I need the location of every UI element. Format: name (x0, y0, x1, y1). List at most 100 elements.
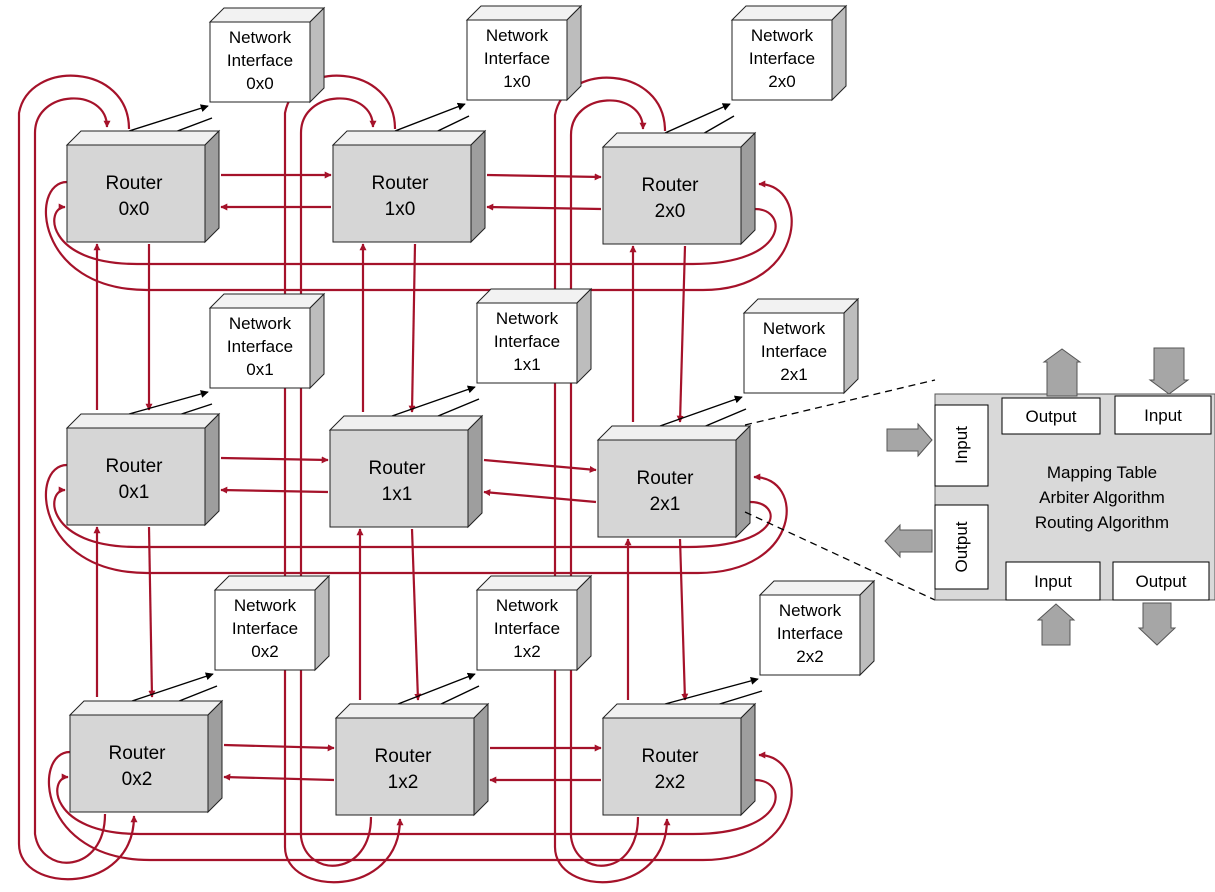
router-label: Router (641, 175, 699, 196)
network-interfaces: NetworkInterface0x0NetworkInterface1x0Ne… (208, 4, 876, 677)
network-interface-label: Network (486, 26, 549, 45)
router-0x0: Router 0x0 (65, 129, 221, 244)
router-label: Router (105, 456, 163, 477)
router-1x1-side-face (467, 414, 483, 529)
router-label: 0x0 (119, 199, 150, 220)
network-interface-0x2-top-face (213, 575, 331, 591)
router-0x0-side-face (204, 129, 220, 244)
network-interface-1x2-front-face (476, 589, 578, 671)
network-interface-label: Interface (777, 624, 843, 643)
left-arrow-icon (884, 523, 933, 559)
network-interface-2x0-top-face (730, 5, 848, 21)
router-0x1: Router 0x1 (65, 412, 221, 527)
network-interface-1x0-front-face (466, 19, 568, 101)
interface-link-out (131, 672, 214, 702)
router-1x0-side-face (470, 129, 486, 244)
network-interface-label: 0x1 (246, 360, 273, 379)
wraparound-link-horizontal (47, 750, 793, 862)
routers: Router0x0Router1x0Router2x0Router0x1Rout… (65, 129, 757, 817)
network-interface-2x1-side-face (843, 297, 859, 395)
network-interface-2x1-front-face (743, 312, 845, 394)
left-input-label: Input (952, 426, 971, 464)
router-label: 1x2 (388, 772, 419, 793)
network-interface-0x1-front-face (209, 307, 311, 389)
top-output-label: Output (1025, 407, 1076, 426)
network-interface-label: Network (229, 314, 292, 333)
network-interface-0x0-front-face (209, 21, 311, 103)
bottom-output-label: Output (1135, 572, 1186, 591)
network-interface-0x0-top-face (208, 7, 326, 23)
router-label: 2x2 (655, 772, 686, 793)
router-label: Router (105, 173, 163, 194)
router-label: 0x1 (119, 482, 150, 503)
router-2x1-front-face (597, 439, 737, 538)
router-label: Router (374, 746, 432, 767)
router-1x2-side-face (473, 702, 489, 817)
bottom-input-label: Input (1034, 572, 1072, 591)
interface-link-out (128, 104, 209, 132)
network-interface-label: Interface (494, 332, 560, 351)
interface-link-out (128, 390, 209, 415)
bottom-output-port (1112, 561, 1210, 601)
network-interface-0x1-top-face (208, 293, 326, 309)
network-interface-1x2-side-face (576, 574, 592, 672)
wraparound-link-horizontal (53, 486, 772, 549)
network-interface-1x1-top-face (475, 288, 593, 304)
interface-link-out (659, 395, 743, 427)
network-interface-label: 2x2 (796, 647, 823, 666)
router-0x0-top-face (65, 130, 221, 146)
router-label: Router (636, 468, 694, 489)
up-arrow-icon (1036, 603, 1076, 646)
up-arrow-icon (1042, 348, 1082, 397)
mesh-link-west (223, 773, 335, 782)
left-input-port (934, 404, 989, 487)
router-0x2-front-face (69, 714, 209, 813)
router-2x2-front-face (602, 717, 742, 816)
router-label: Router (371, 173, 429, 194)
router-0x0-front-face (66, 144, 206, 243)
left-output-label: Output (952, 521, 971, 572)
network-interface-2x0-front-face (731, 19, 833, 101)
network-interface-label: Network (496, 309, 559, 328)
wraparound-link-vertical (569, 99, 647, 867)
mesh-link-south (408, 243, 417, 413)
router-1x2-front-face (335, 717, 475, 816)
wraparound-link-horizontal (56, 773, 777, 836)
detail-line-routing-algorithm: Routing Algorithm (1035, 513, 1169, 532)
router-0x2-top-face (68, 700, 224, 716)
interface-link-out (664, 103, 731, 134)
mesh-link-west (220, 486, 329, 494)
right-arrow-icon (886, 422, 933, 458)
interface-link-out (397, 672, 476, 705)
router-label: 1x1 (382, 484, 413, 505)
network-interface-label: 2x1 (780, 365, 807, 384)
mesh-link-south (410, 528, 422, 701)
mesh-link-east (486, 173, 602, 181)
network-interface-label: 2x0 (768, 72, 795, 91)
router-label: Router (108, 743, 166, 764)
network-interface-2x2-top-face (758, 580, 876, 596)
router-2x0-front-face (602, 146, 742, 245)
router-1x0-top-face (331, 130, 487, 146)
detail-line-mapping-table: Mapping Table (1047, 463, 1157, 482)
network-interface-0x1-side-face (309, 292, 325, 390)
router-1x0-front-face (332, 144, 472, 243)
network-interface-label: 0x0 (246, 74, 273, 93)
network-interface-2x0-side-face (831, 4, 847, 102)
network-interface-label: Interface (494, 619, 560, 638)
zoom-line-bottom (744, 511, 936, 601)
wraparound-link-vertical (553, 76, 671, 884)
network-interface-label: Network (763, 319, 826, 338)
zoom-line-top (744, 379, 936, 426)
router-2x2-top-face (601, 703, 757, 719)
network-interface-label: Network (496, 596, 559, 615)
interface-link-out (664, 677, 759, 705)
router-2x1-top-face (596, 425, 752, 441)
network-interface-2x2-side-face (859, 579, 875, 677)
mesh-link-south (676, 245, 687, 423)
